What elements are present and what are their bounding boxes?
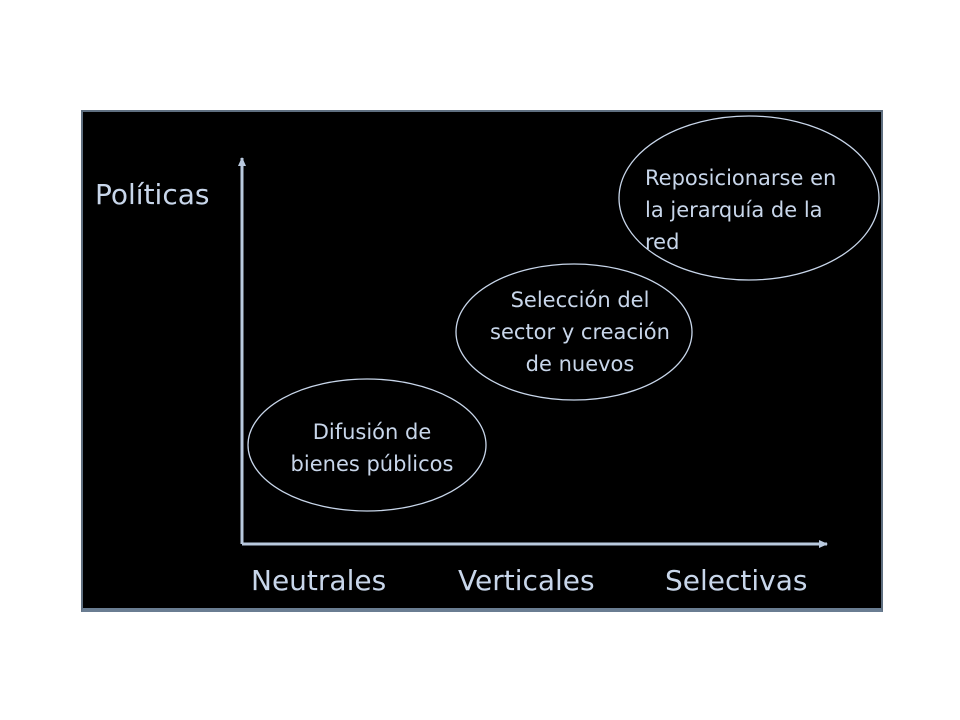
x-category-label: Selectivas	[665, 564, 808, 597]
stage-text-line: Selección del	[510, 288, 650, 312]
stage-text-line: la jerarquía de la	[645, 198, 823, 222]
stage-2-text: Selección del sector y creación de nuevo…	[465, 284, 695, 380]
x-category-label: Verticales	[458, 564, 595, 597]
stage-3-text: Reposicionarse en la jerarquía de la red	[645, 162, 885, 258]
stage-ellipse-1	[247, 378, 487, 512]
diagram-slide: Políticas Neutrales Verticales Selectiva…	[81, 110, 883, 612]
y-axis-label: Políticas	[95, 178, 210, 211]
diagram-canvas	[238, 115, 880, 548]
x-category-label: Neutrales	[251, 564, 387, 597]
stage-text-line: Difusión de	[312, 420, 432, 444]
stage-ellipse-2	[455, 263, 693, 401]
stage-1-text: Difusión de bienes públicos	[267, 416, 477, 480]
stage-text-line: sector y creación	[490, 320, 670, 344]
stage-text-line: Reposicionarse en	[645, 166, 837, 190]
stage-text-line: red	[645, 230, 680, 254]
stage-text-line: bienes públicos	[290, 452, 454, 476]
stage-ellipse-3	[618, 115, 880, 281]
stage-text-line: de nuevos	[525, 352, 635, 376]
